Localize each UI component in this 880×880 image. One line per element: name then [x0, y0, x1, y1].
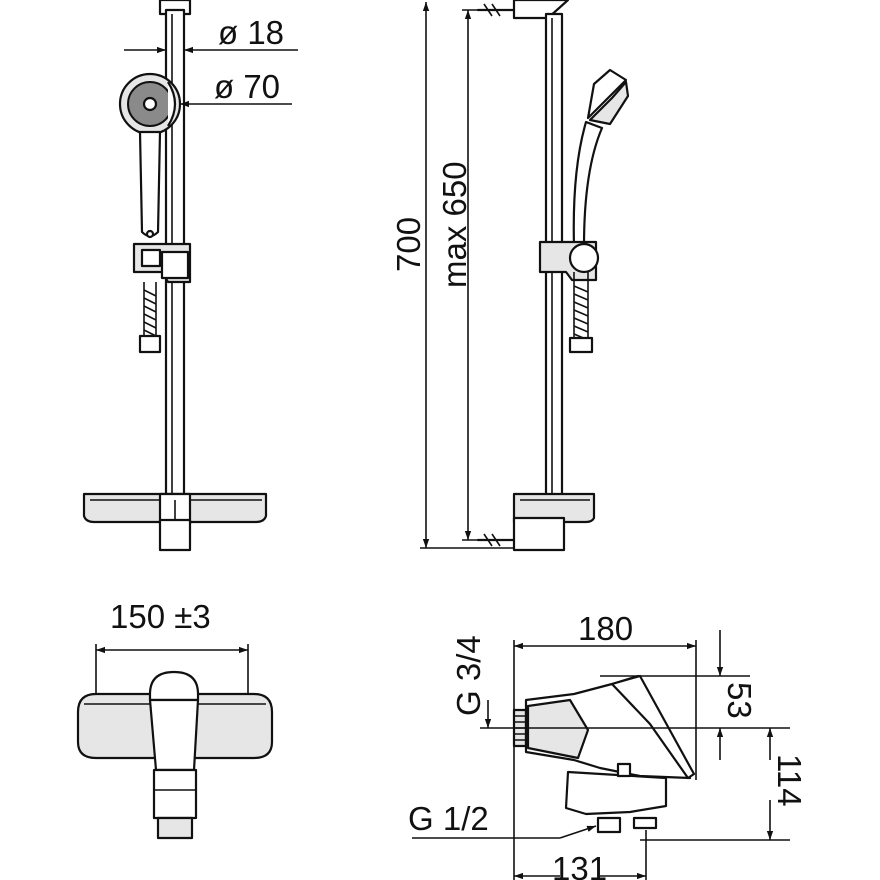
dim-max-650: max 650	[436, 161, 473, 288]
dim-length-700: 700	[390, 217, 427, 272]
dim-width-150: 150 ±3	[110, 598, 211, 635]
hand-shower-head-side	[586, 68, 628, 120]
bath-mixer-front-view	[76, 644, 274, 840]
dim-width-180: 180	[578, 610, 633, 647]
dim-thread-g34: G 3/4	[450, 635, 487, 716]
bath-mixer-side-view	[412, 630, 790, 880]
dim-height-114: 114	[771, 754, 808, 807]
dim-depth-131: 131	[552, 850, 607, 880]
dim-thread-g12: G 1/2	[408, 800, 489, 837]
dim-diameter-18: ø 18	[218, 14, 284, 51]
shower-rail-side-view	[420, 0, 630, 552]
dim-height-53: 53	[721, 682, 758, 719]
dim-diameter-70: ø 70	[214, 68, 280, 105]
shower-rail-front-view	[82, 0, 298, 552]
